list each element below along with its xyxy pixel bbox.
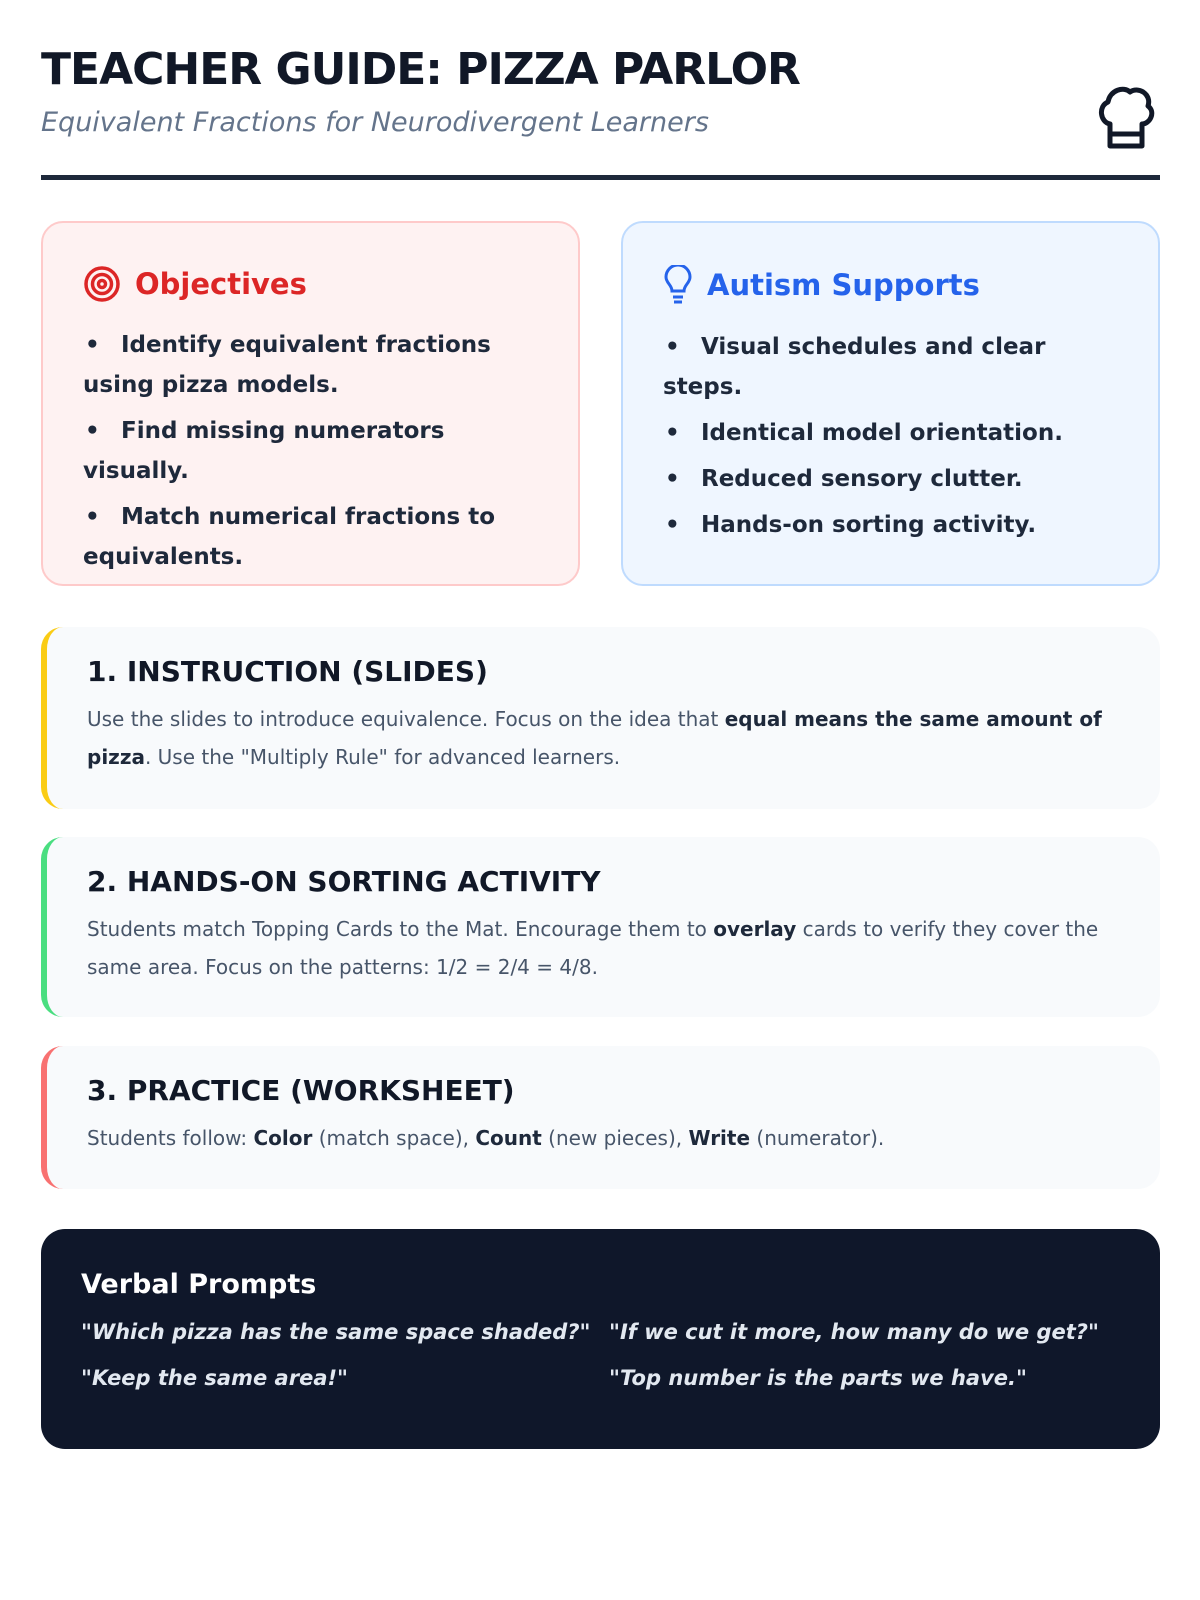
page-header: TEACHER GUIDE: PIZZA PARLOR Equivalent F…	[41, 40, 1160, 180]
bullet: •	[85, 418, 100, 444]
emphasis-text: overlay	[713, 917, 797, 941]
step-instruction: 1. INSTRUCTION (SLIDES) Use the slides to…	[41, 627, 1160, 809]
text-segment: (numerator).	[750, 1126, 885, 1150]
step-title: 2. HANDS-ON SORTING ACTIVITY	[87, 865, 601, 898]
objectives-card: Objectives •Identify equivalent fraction…	[41, 221, 580, 586]
chef-hat-icon	[1099, 86, 1155, 149]
prompt-item: "If we cut it more, how many do we get?"	[609, 1320, 1099, 1344]
list-item-text: Match numerical fractions to equivalents…	[83, 504, 496, 570]
emphasis-text: Write	[688, 1126, 751, 1150]
step-text: Use the slides to introduce equivalence.…	[87, 700, 1120, 776]
list-item: •Find missing numerators visually.	[83, 411, 538, 491]
bullet: •	[665, 512, 680, 538]
list-item-text: Identical model orientation.	[701, 420, 1063, 446]
step-title: 1. INSTRUCTION (SLIDES)	[87, 655, 488, 688]
text-segment: Students follow:	[87, 1126, 254, 1150]
emphasis-text: Count	[475, 1126, 542, 1150]
list-item-text: Hands-on sorting activity.	[701, 512, 1037, 538]
list-item: •Visual schedules and clear steps.	[663, 327, 1118, 407]
bullet: •	[85, 504, 100, 530]
prompt-item: "Keep the same area!"	[81, 1366, 349, 1390]
list-item-text: Reduced sensory clutter.	[701, 466, 1023, 492]
list-item: • Hands-on sorting activity.	[663, 505, 1118, 545]
list-item: • Reduced sensory clutter.	[663, 459, 1118, 499]
page-title: TEACHER GUIDE: PIZZA PARLOR	[41, 44, 801, 95]
step-text: Students match Topping Cards to the Mat.…	[87, 910, 1120, 986]
objectives-title: Objectives	[135, 267, 307, 301]
list-item: •Match numerical fractions to equivalent…	[83, 497, 538, 577]
step-practice: 3. PRACTICE (WORKSHEET) Students follow: …	[41, 1046, 1160, 1189]
step-sorting-activity: 2. HANDS-ON SORTING ACTIVITY Students mat…	[41, 837, 1160, 1017]
list-item: •Identify equivalent fractions using piz…	[83, 325, 538, 405]
supports-list: •Visual schedules and clear steps.•Ident…	[663, 327, 1118, 545]
bullet: •	[665, 466, 680, 492]
text-segment: Use the slides to introduce equivalence.…	[87, 707, 725, 731]
step-title: 3. PRACTICE (WORKSHEET)	[87, 1074, 515, 1107]
emphasis-text: equal means the same amount of pizza	[87, 707, 1102, 769]
target-icon	[84, 266, 120, 302]
objectives-list: •Identify equivalent fractions using piz…	[83, 325, 538, 577]
bullet: •	[665, 334, 680, 360]
page-subtitle: Equivalent Fractions for Neurodivergent …	[41, 107, 709, 138]
text-segment: Students match Topping Cards to the Mat.…	[87, 917, 714, 941]
list-item-text: Find missing numerators visually.	[83, 418, 445, 484]
text-segment: cards to verify they cover the same area…	[87, 917, 1099, 979]
list-item: • Identical model orientation.	[663, 413, 1118, 453]
emphasis-text: Color	[253, 1126, 313, 1150]
prompt-item: "Top number is the parts we have."	[609, 1366, 1027, 1390]
verbal-prompts-panel: Verbal Prompts "Which pizza has the same…	[41, 1229, 1160, 1449]
supports-title: Autism Supports	[707, 268, 980, 302]
autism-supports-card: Autism Supports •Visual schedules and cl…	[621, 221, 1160, 586]
step-text: Students follow: Color (match space), Co…	[87, 1119, 1120, 1157]
list-item-text: Identify equivalent fractions using pizz…	[83, 332, 491, 398]
lightbulb-icon	[664, 265, 692, 304]
bullet: •	[85, 332, 100, 358]
bullet: •	[665, 420, 680, 446]
list-item-text: Visual schedules and clear steps.	[663, 334, 1046, 400]
text-segment: (match space),	[312, 1126, 476, 1150]
text-segment: (new pieces),	[541, 1126, 689, 1150]
verbal-prompts-title: Verbal Prompts	[81, 1269, 317, 1300]
prompt-item: "Which pizza has the same space shaded?"	[81, 1320, 591, 1344]
text-segment: . Use the "Multiply Rule" for advanced l…	[144, 745, 621, 769]
